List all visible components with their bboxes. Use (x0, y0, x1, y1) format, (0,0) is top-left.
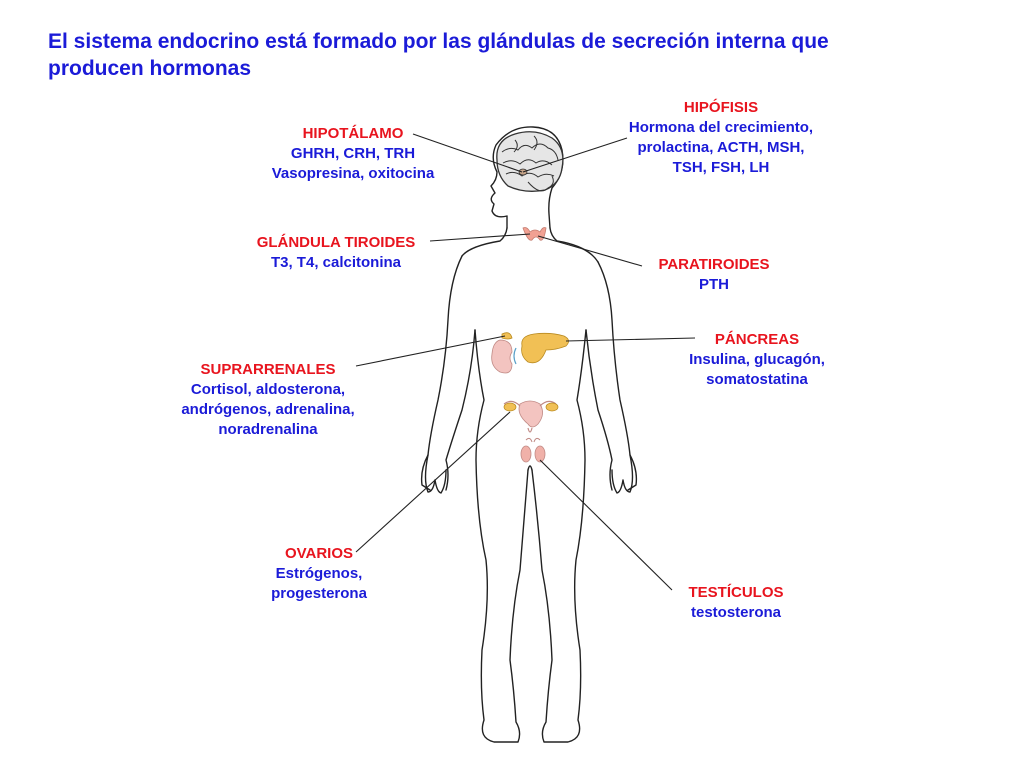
torso-left (474, 329, 529, 743)
brain-illustration (496, 131, 564, 192)
hormone-line: noradrenalina (218, 421, 318, 438)
hormone-line: progesterona (271, 585, 367, 602)
leader-paratiroides (537, 235, 643, 267)
leader-tiroides (429, 233, 531, 242)
label-paratiroides: PARATIROIDES PTH (644, 255, 784, 295)
testes-illustration (520, 437, 546, 463)
leader-hipofisis (522, 137, 628, 173)
left-arm-outer (420, 255, 463, 491)
hormone-line: Estrógenos, (275, 565, 363, 582)
right-arm-outer (597, 261, 638, 491)
leader-suprarrenales (355, 335, 506, 367)
hormone-line: Insulina, glucagón, (689, 351, 825, 368)
hormone-line: T3, T4, calcitonina (270, 254, 402, 271)
leader-pancreas (565, 337, 696, 342)
hormone-line: Cortisol, aldosterona, (190, 381, 346, 398)
hormone-line: andrógenos, adrenalina, (181, 401, 355, 418)
body-outline (420, 126, 638, 743)
hormone-line: PTH (699, 276, 729, 293)
hormone-line: somatostatina (706, 371, 808, 388)
leader-ovarios (355, 411, 511, 553)
label-pancreas: PÁNCREAS Insulina, glucagón, somatostati… (670, 330, 844, 390)
left-arm-inner (445, 329, 476, 491)
uterus-ovaries-illustration (503, 400, 559, 433)
leader-lines (355, 133, 696, 591)
label-tiroides: GLÁNDULA TIROIDES T3, T4, calcitonina (240, 233, 432, 273)
hormone-line: prolactina, ACTH, MSH, (637, 139, 805, 156)
gland-name: TESTÍCULOS (688, 584, 784, 601)
neck-left (461, 227, 508, 257)
leader-hipotalamo (412, 133, 523, 173)
left-hand (424, 454, 447, 494)
pancreas-illustration (513, 332, 569, 365)
neck-right (549, 227, 599, 263)
gland-name: HIPÓFISIS (683, 99, 759, 116)
hormone-line: testosterona (690, 604, 782, 621)
right-hand (611, 454, 634, 494)
gland-name: HIPOTÁLAMO (302, 125, 404, 142)
torso-right (531, 329, 587, 743)
label-hipofisis: HIPÓFISIS Hormona del crecimiento, prola… (615, 98, 827, 178)
gland-name: SUPRARRENALES (200, 361, 336, 378)
label-suprarrenales: SUPRARRENALES Cortisol, aldosterona, and… (168, 360, 368, 440)
gland-name: OVARIOS (284, 545, 354, 562)
label-hipotalamo: HIPOTÁLAMO GHRH, CRH, TRH Vasopresina, o… (260, 124, 446, 184)
right-arm-inner (585, 329, 613, 491)
gland-name: PÁNCREAS (714, 331, 800, 348)
page-title: El sistema endocrino está formado por la… (48, 30, 829, 80)
gland-name: GLÁNDULA TIROIDES (256, 234, 416, 251)
hormone-line: Vasopresina, oxitocina (271, 165, 435, 182)
leader-testiculos (539, 459, 673, 591)
adrenal-kidney-illustration (491, 332, 513, 374)
label-testiculos: TESTÍCULOS testosterona (672, 583, 800, 623)
hormone-line: GHRH, CRH, TRH (290, 145, 416, 162)
crotch (527, 465, 533, 471)
gland-name: PARATIROIDES (658, 256, 770, 273)
hormone-line: Hormona del crecimiento, (628, 119, 814, 136)
label-ovarios: OVARIOS Estrógenos, progesterona (256, 544, 382, 604)
hormone-line: TSH, FSH, LH (672, 159, 770, 176)
